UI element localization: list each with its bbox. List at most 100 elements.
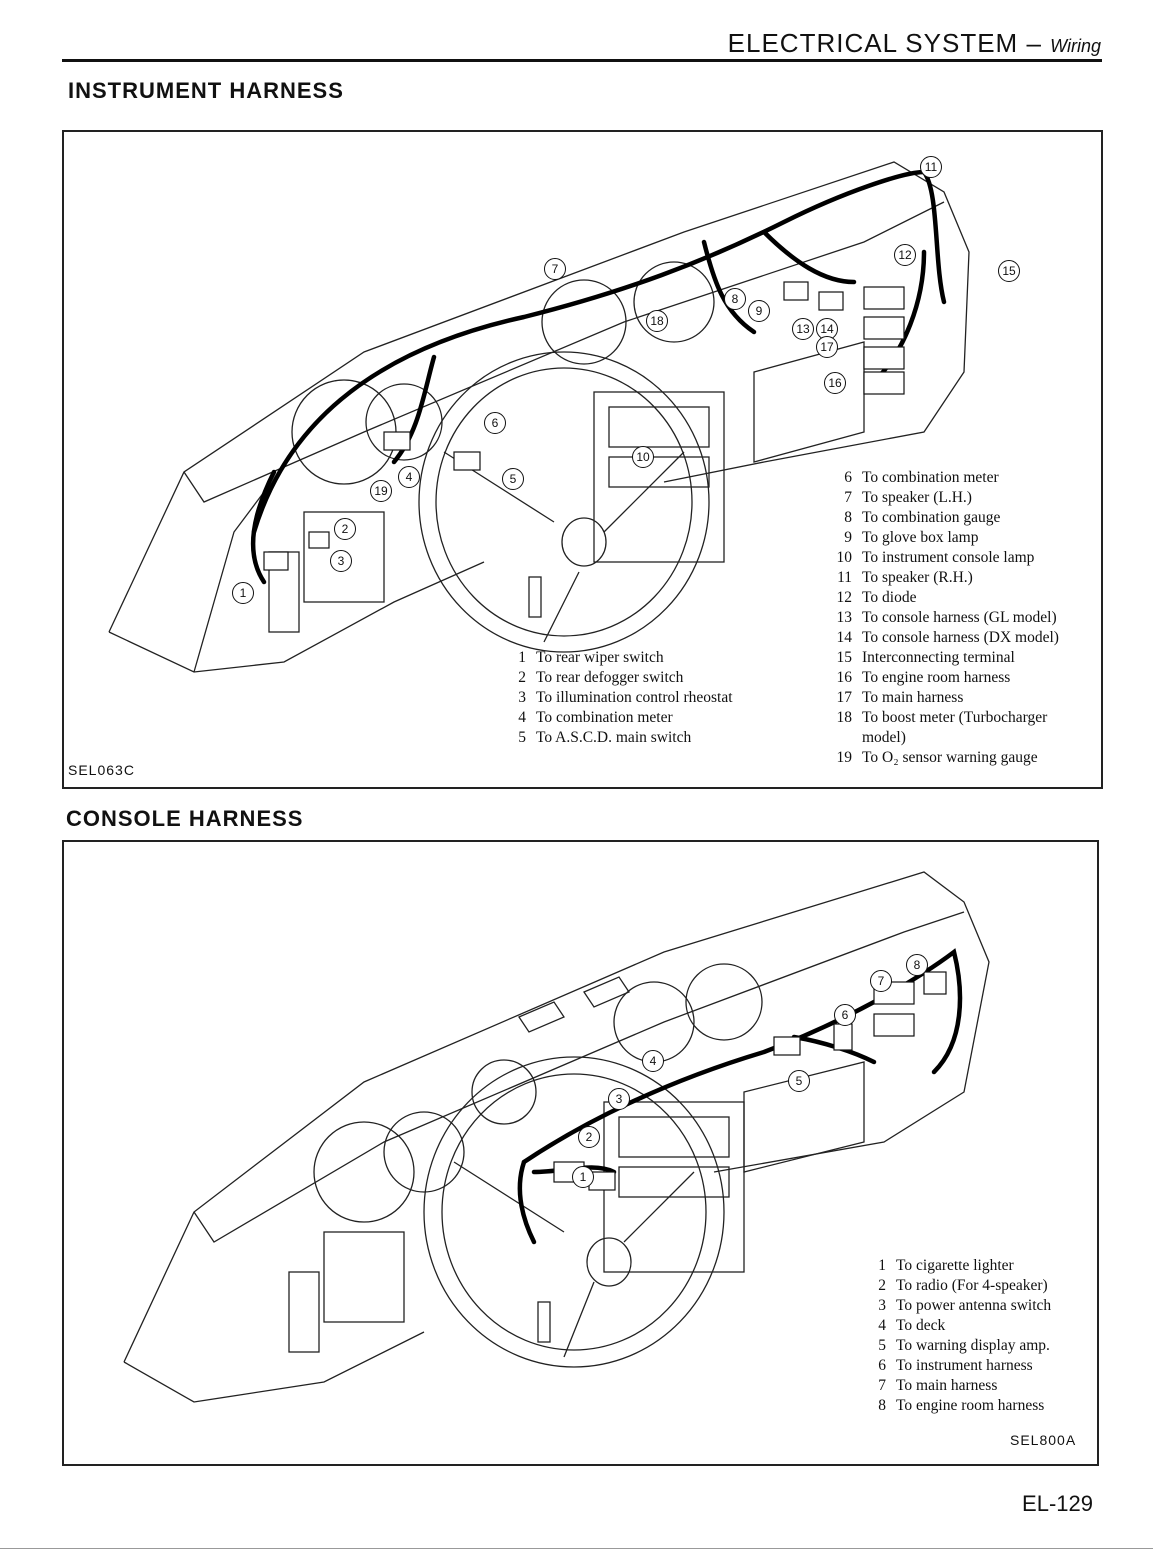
legend-number: 7 [878,1377,886,1394]
legend-item: 7 To main harness [862,1376,1051,1396]
instrument-callout-17: 17 [816,336,838,358]
legend-number: 8 [878,1397,886,1414]
legend-text: To console harness (GL model) [862,609,1057,626]
legend-text: To glove box lamp [862,529,979,546]
console-callout-1: 1 [572,1166,594,1188]
legend-text: Interconnecting terminal [862,649,1015,666]
legend-continuation: model) [862,729,906,746]
console-callout-8: 8 [906,954,928,976]
legend-number: 3 [878,1297,886,1314]
console-callout-3: 3 [608,1088,630,1110]
instrument-callout-10: 10 [632,446,654,468]
legend-item: 3 To illumination control rheostat [502,688,733,708]
instrument-harness-title: INSTRUMENT HARNESS [68,78,344,103]
console-callout-5: 5 [788,1070,810,1092]
instrument-figure-code: SEL063C [68,762,135,778]
legend-text: To instrument console lamp [862,549,1035,566]
header-rule [62,59,1102,62]
instrument-callout-5: 5 [502,468,524,490]
legend-number: 8 [844,509,852,526]
legend-text: To combination gauge [862,509,1001,526]
legend-number: 5 [518,729,526,746]
console-callout-7: 7 [870,970,892,992]
console-harness-diagram [123,871,990,1403]
legend-number: 7 [844,489,852,506]
legend-number: 3 [518,689,526,706]
legend-text: To radio (For 4-speaker) [896,1277,1048,1294]
legend-number: 19 [836,749,853,766]
legend-item: 16 To engine room harness [828,668,1059,688]
console-legend: 1 To cigarette lighter 2 To radio (For 4-s… [862,1256,1051,1416]
instrument-callout-6: 6 [484,412,506,434]
legend-text: To engine room harness [862,669,1011,686]
legend-text: To main harness [862,689,964,706]
legend-number: 2 [878,1277,886,1294]
header-separator: – [1026,28,1042,58]
instrument-callout-7: 7 [544,258,566,280]
legend-number: 14 [836,629,853,646]
legend-text: To combination meter [862,469,999,486]
legend-item: 5 To warning display amp. [862,1336,1051,1356]
instrument-callout-19: 19 [370,480,392,502]
legend-text: To rear defogger switch [536,669,684,686]
header-title: ELECTRICAL SYSTEM [727,28,1019,58]
legend-text: To speaker (R.H.) [862,569,973,586]
instrument-callout-13: 13 [792,318,814,340]
legend-text: To power antenna switch [896,1297,1052,1314]
instrument-callout-3: 3 [330,550,352,572]
legend-text: To console harness (DX model) [862,629,1059,646]
legend-text: To illumination control rheostat [536,689,733,706]
legend-number: 4 [878,1317,886,1334]
instrument-callout-16: 16 [824,372,846,394]
legend-item: 2 To radio (For 4-speaker) [862,1276,1051,1296]
legend-number: 16 [836,669,853,686]
legend-item: 10 To instrument console lamp [828,548,1059,568]
console-callout-4: 4 [642,1050,664,1072]
legend-number: 12 [836,589,853,606]
page-number: EL-129 [1022,1491,1093,1516]
legend-text: To deck [896,1317,946,1334]
legend-number: 5 [878,1337,886,1354]
legend-item: 15 Interconnecting terminal [828,648,1059,668]
legend-number: 13 [836,609,853,626]
console-harness-title: CONSOLE HARNESS [66,806,304,831]
instrument-callout-8: 8 [724,288,746,310]
legend-text: To cigarette lighter [896,1257,1014,1274]
legend-number: 1 [878,1257,886,1274]
legend-text: To warning display amp. [896,1337,1050,1354]
legend-text: To diode [862,589,917,606]
legend-item: 3 To power antenna switch [862,1296,1051,1316]
instrument-callout-15: 15 [998,260,1020,282]
console-callout-2: 2 [578,1126,600,1148]
instrument-harness-panel: 1 2 3 4 5 6 7 8 9 10 11 12 13 14 15 16 1… [62,130,1103,789]
legend-number: 18 [836,709,853,726]
legend-item: 12 To diode [828,588,1059,608]
legend-number: 15 [836,649,853,666]
legend-text: To main harness [896,1377,998,1394]
legend-number: 2 [518,669,526,686]
instrument-harness-diagram [108,161,970,673]
instrument-callout-9: 9 [748,300,770,322]
legend-item: 14 To console harness (DX model) [828,628,1059,648]
legend-item: 13 To console harness (GL model) [828,608,1059,628]
console-figure-code: SEL800A [1010,1432,1077,1448]
legend-number: 10 [836,549,853,566]
page-bottom-rule [0,1548,1153,1549]
legend-number: 6 [878,1357,886,1374]
legend-item: 6 To instrument harness [862,1356,1051,1376]
legend-text: To instrument harness [896,1357,1033,1374]
legend-text: To rear wiper switch [536,649,664,666]
